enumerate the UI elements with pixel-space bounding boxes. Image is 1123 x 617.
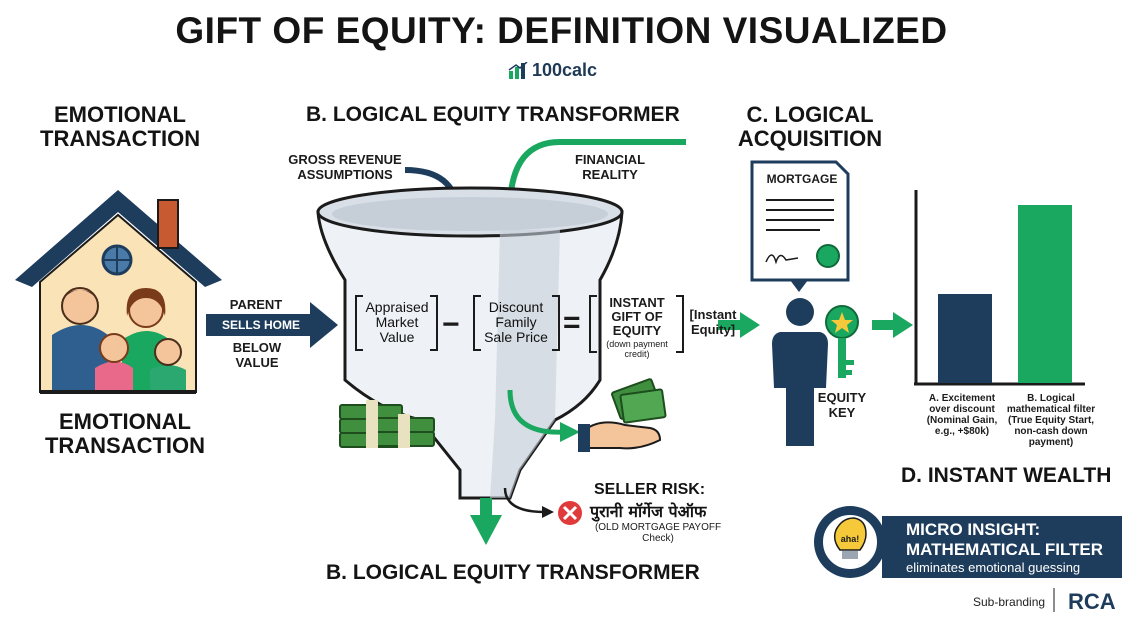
- minus-sign: −: [442, 308, 460, 341]
- sub-branding-label: Sub-branding: [973, 595, 1046, 609]
- risk-x-icon: [558, 501, 582, 525]
- emotional-transaction-heading-top: EMOTIONAL TRANSACTION: [40, 102, 201, 151]
- below-value-label: BELOW VALUE: [232, 340, 282, 370]
- micro-insight-band: [882, 516, 1122, 578]
- seller-risk-note: (OLD MORTGAGE PAYOFF Check): [594, 522, 722, 544]
- mortgage-document-icon: [750, 160, 850, 292]
- to-hand-arrow: [507, 389, 566, 435]
- micro-insight-title: MICRO INSIGHT:: [906, 520, 1041, 539]
- funnel-down-arrow: [470, 515, 502, 545]
- instant-equity-tag: [Instant Equity]: [689, 307, 737, 337]
- bar-chart-logo-icon: [508, 61, 528, 79]
- money-stacks-icon: [339, 400, 435, 448]
- hand-money-icon: [578, 378, 667, 452]
- instant-wealth-heading: D. INSTANT WEALTH: [901, 464, 1112, 487]
- wealth-chart-axes: [914, 190, 1085, 386]
- down-payment-credit-note: (down payment credit): [606, 339, 668, 359]
- micro-insight-caption: eliminates emotional guessing: [906, 560, 1081, 575]
- person-with-key-icon: [772, 298, 859, 446]
- equation-brackets: [355, 295, 684, 353]
- bar-excitement: [938, 294, 992, 383]
- logical-acquisition-heading: C. LOGICAL ACQUISITION: [737, 102, 883, 151]
- to-wealth-arrow: [893, 312, 913, 338]
- to-risk-arrow: [503, 487, 546, 514]
- emotional-transaction-heading-bottom: EMOTIONAL TRANSACTION: [44, 409, 206, 458]
- discount-family-sale-price: Discount Family Sale Price: [484, 299, 548, 345]
- brand-name: 100calc: [532, 60, 598, 80]
- bar-logical: [1018, 205, 1072, 383]
- sells-home-label: SELLS HOME: [221, 318, 300, 332]
- transformer-heading-top: B. LOGICAL EQUITY TRANSFORMER: [306, 103, 680, 126]
- financial-reality-label: FINANCIAL REALITY: [574, 152, 646, 182]
- aha-bulb-badge: [814, 506, 886, 578]
- equity-key-label: EQUITY KEY: [817, 390, 867, 420]
- page-title: GIFT OF EQUITY: DEFINITION VISUALIZED: [175, 10, 948, 51]
- parent-label: PARENT: [229, 297, 283, 312]
- rca-logo: RCA: [1068, 589, 1116, 614]
- transformer-heading-bottom: B. LOGICAL EQUITY TRANSFORMER: [326, 561, 700, 584]
- mortgage-label: MORTGAGE: [766, 172, 838, 186]
- micro-insight-panel: MICRO INSIGHT: MATHEMATICAL FILTER elimi…: [812, 508, 1122, 580]
- brand-logo: 100calc: [508, 60, 597, 81]
- bar-b-label: B. Logical mathematical filter (True Equ…: [1006, 393, 1096, 448]
- seller-risk-hindi: पुरानी मॉर्गेज पेऑफ: [590, 502, 707, 521]
- bar-a-label: A. Excitement over discount (Nominal Gai…: [926, 393, 998, 437]
- sells-home-arrow: [206, 302, 338, 348]
- aha-badge-text: aha!: [840, 534, 860, 544]
- appraised-market-value: Appraised Market Value: [365, 299, 429, 345]
- instant-gift-of-equity: INSTANT GIFT OF EQUITY: [609, 295, 665, 338]
- house-illustration: [15, 190, 222, 394]
- equals-sign: =: [563, 306, 581, 339]
- gross-revenue-label: GROSS REVENUE ASSUMPTIONS: [288, 152, 402, 182]
- seller-risk-title: SELLER RISK:: [594, 481, 706, 498]
- to-acquisition-arrow: [740, 312, 760, 338]
- micro-insight-subtitle: MATHEMATICAL FILTER: [906, 540, 1104, 559]
